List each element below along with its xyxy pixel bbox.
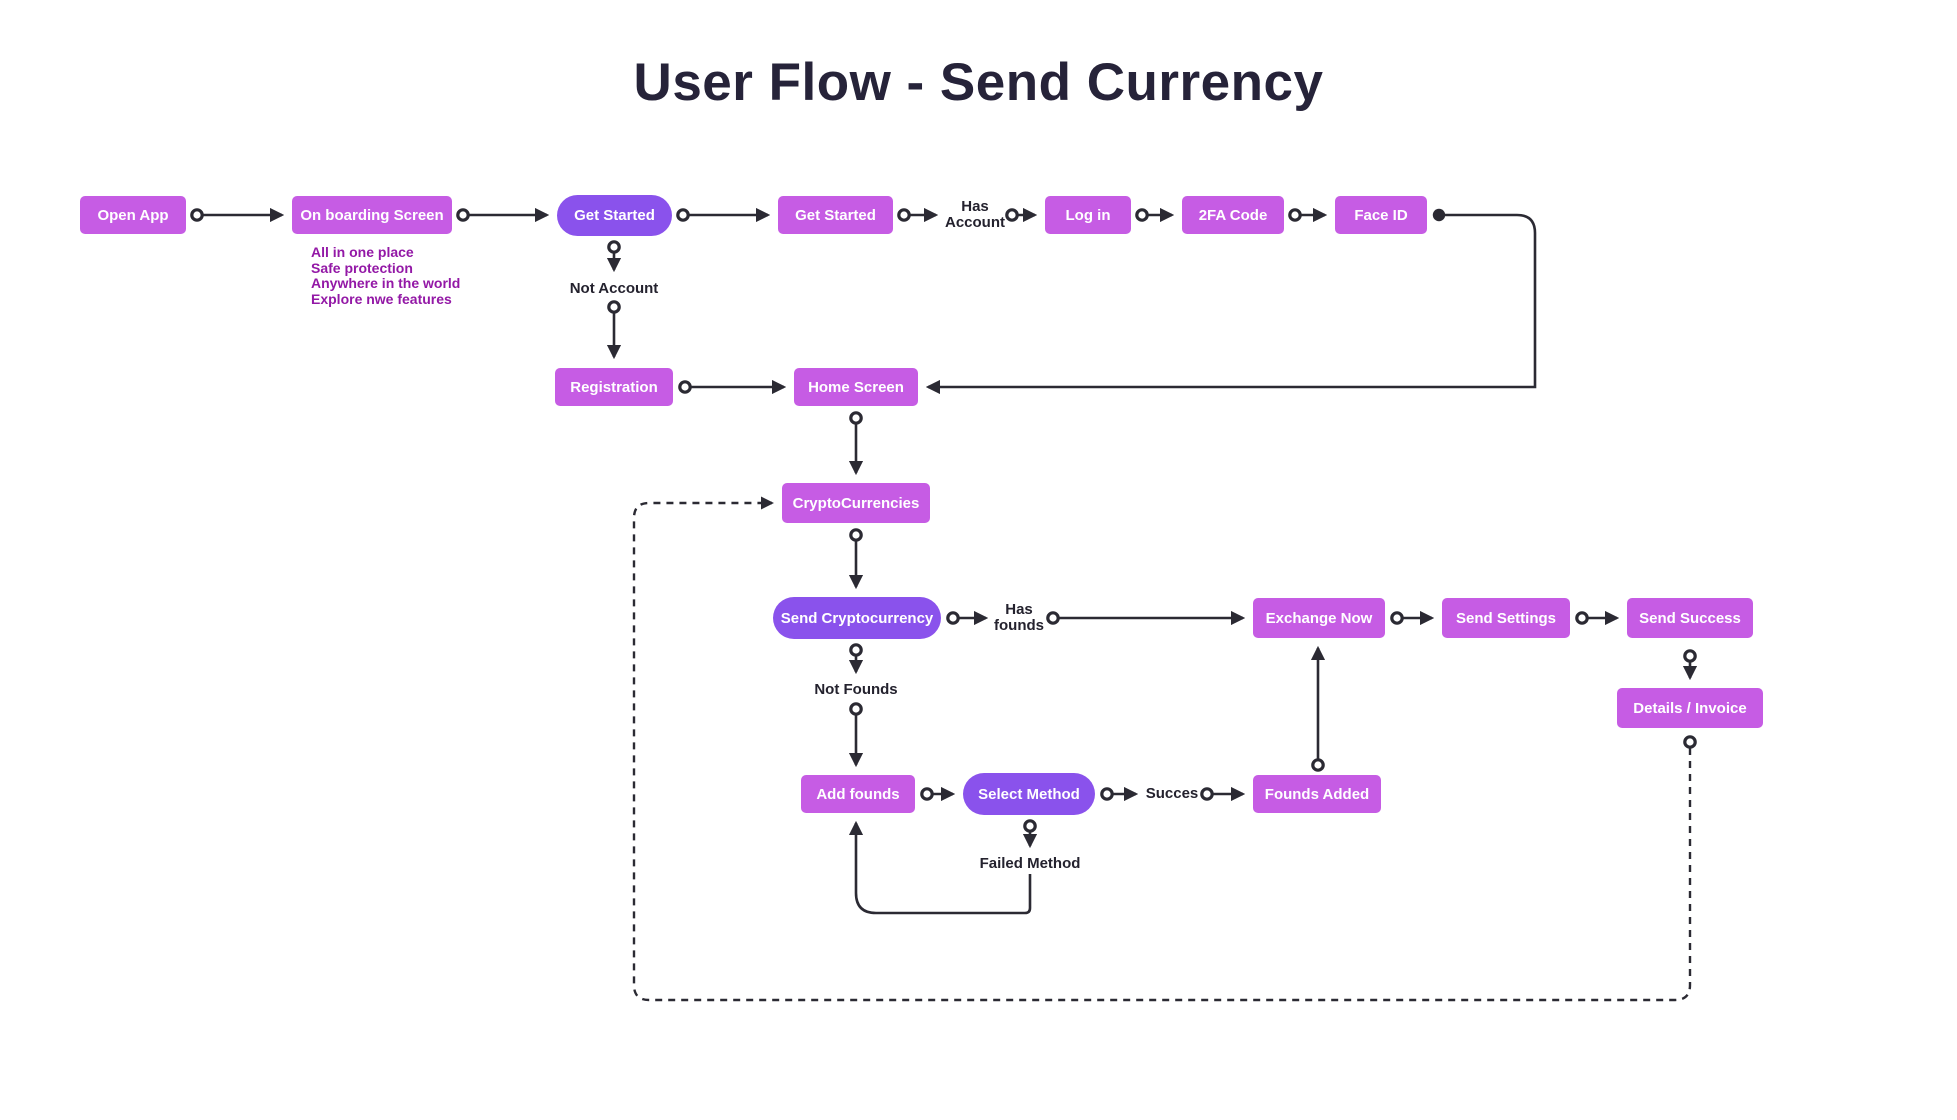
node-add-founds: Add founds: [801, 775, 915, 813]
node-face-id: Face ID: [1335, 196, 1427, 234]
page-title: User Flow - Send Currency: [633, 53, 1324, 112]
node-home-screen: Home Screen: [794, 368, 918, 406]
node-cryptocurrencies: CryptoCurrencies: [782, 483, 930, 523]
feature-item: Safe protection: [311, 259, 413, 276]
node-send-cryptocurrency: Send Cryptocurrency: [773, 597, 941, 639]
node-details-invoice: Details / Invoice: [1617, 688, 1763, 728]
edge-label-line: Has: [961, 198, 989, 215]
node-onboarding-screen: On boarding Screen: [292, 196, 452, 234]
edge-label-line: founds: [994, 617, 1044, 634]
edge-label-not-founds: Not Founds: [814, 681, 898, 698]
node-select-method: Select Method: [963, 773, 1095, 815]
onboarding-feature-list: All in one place Safe protection Anywher…: [311, 244, 461, 307]
node-founds-added: Founds Added: [1253, 775, 1381, 813]
feature-item: Anywhere in the world: [311, 275, 461, 291]
node-log-in: Log in: [1045, 196, 1131, 234]
node-get-started: Get Started: [778, 196, 893, 234]
node-exchange-now: Exchange Now: [1253, 598, 1385, 638]
edge-label-line: Account: [945, 214, 1005, 231]
connector-dot-faceid: [1432, 208, 1446, 222]
node-send-settings: Send Settings: [1442, 598, 1570, 638]
edge-label-succes: Succes: [1145, 785, 1199, 802]
node-send-success: Send Success: [1627, 598, 1753, 638]
edge-label-failed-method: Failed Method: [979, 855, 1081, 872]
edge-label-not-account: Not Account: [569, 280, 659, 297]
edge-label-has-founds: Has founds: [994, 602, 1044, 634]
feature-item: Explore nwe features: [311, 290, 452, 307]
node-open-app: Open App: [80, 196, 186, 234]
node-get-started-primary: Get Started: [557, 195, 672, 236]
node-2fa-code: 2FA Code: [1182, 196, 1284, 234]
edge-label-line: Has: [1005, 601, 1033, 618]
edge-details-crypto-dashed: [632, 496, 1692, 1002]
node-registration: Registration: [555, 368, 673, 406]
edge-faceid-home: [925, 213, 1537, 395]
feature-item: All in one place: [311, 244, 414, 260]
edge-failed-addfounds: [848, 820, 1032, 915]
connector-rings: [190, 208, 1697, 833]
edge-label-has-account: Has Account: [945, 199, 1005, 231]
